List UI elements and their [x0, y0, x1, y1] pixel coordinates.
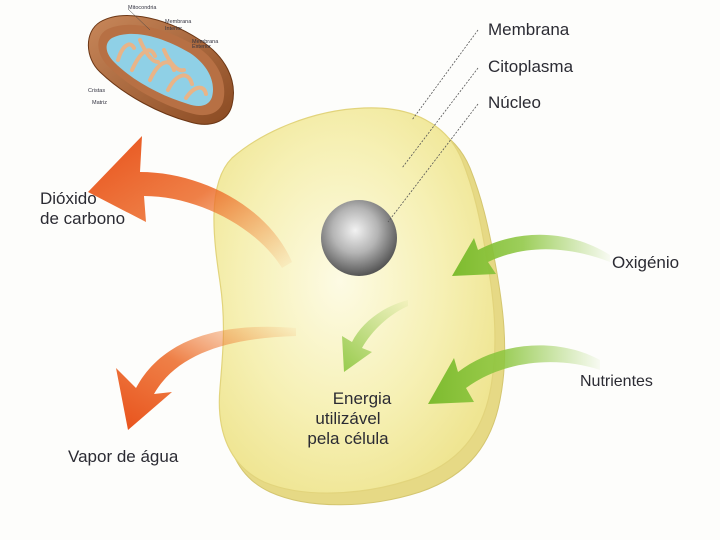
label-water-vapor: Vapor de água [68, 447, 179, 466]
co2-arrow [88, 136, 292, 268]
label-nutrients: Nutrientes [580, 373, 653, 390]
mitochondria-label-outer-membrane: Membrana [192, 39, 219, 45]
label-energy-line2: utilizável [315, 409, 380, 428]
label-co2-line2: de carbono [40, 209, 125, 228]
mitochondria-label-outer-membrane-2: Exterior [192, 44, 211, 50]
mitochondria-title: Mitocondria [128, 5, 157, 11]
cell [213, 107, 506, 506]
energy-arrow [342, 300, 408, 372]
mitochondria-label-cristae: Cristas [88, 88, 105, 94]
mitochondrion-matrix [106, 33, 214, 106]
pointer-line-nucleus [387, 103, 479, 223]
mitochondria-label-inner-membrane-2: Interior [165, 26, 182, 32]
label-membrane: Membrana [488, 20, 570, 39]
label-nucleus: Núcleo [488, 93, 541, 112]
label-energy-line3: pela célula [307, 429, 389, 448]
label-energy-line1: Energia [333, 389, 392, 408]
mitochondria-label-matrix: Matriz [92, 100, 107, 106]
cell-nucleus [321, 200, 397, 276]
oxygen-arrow [452, 234, 610, 276]
nutrients-arrow [428, 345, 600, 404]
mitochondria-label-inner-membrane: Membrana [165, 19, 192, 25]
pointer-lines [387, 29, 479, 223]
label-co2-line1: Dióxido [40, 189, 97, 208]
mitochondrion-illustration: Mitocondria Membrana Interior Membrana E… [87, 5, 234, 125]
water-vapor-arrow [116, 326, 296, 430]
label-oxygen: Oxigénio [612, 253, 679, 272]
label-cytoplasm: Citoplasma [488, 57, 574, 76]
pointer-line-membrane [411, 29, 479, 121]
mitochondrion-cristae [116, 38, 208, 100]
